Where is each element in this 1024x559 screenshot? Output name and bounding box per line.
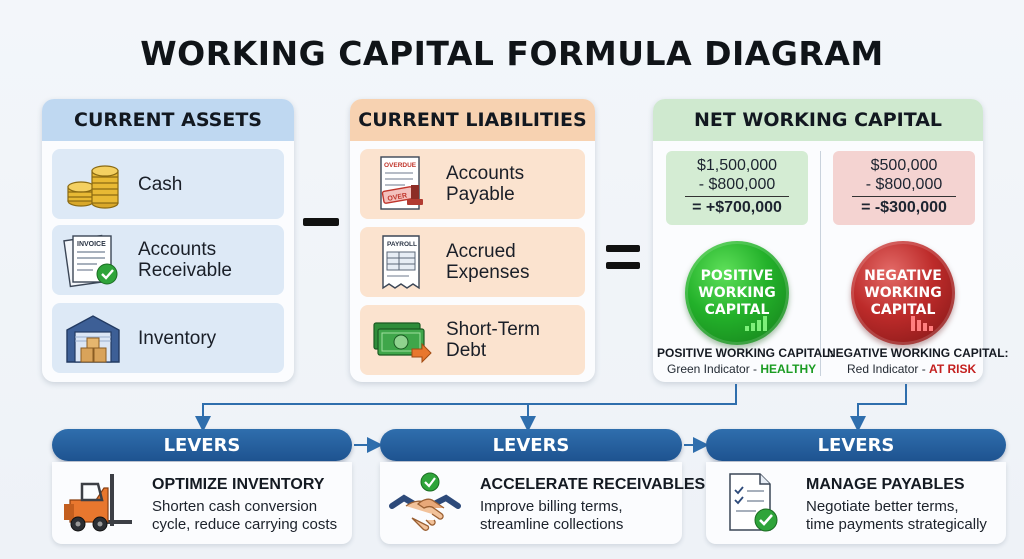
positive-liabilities-value: - $800,000 <box>698 176 776 193</box>
asset-label-cash: Cash <box>138 173 183 195</box>
liability-item-accounts-payable: OVERDUE OVER Accounts Payable <box>360 149 585 219</box>
lever-card-manage-payables: MANAGE PAYABLES Negotiate better terms, … <box>706 462 1006 544</box>
positive-indicator-title: POSITIVE WORKING CAPITAL: <box>657 346 834 360</box>
coins-icon <box>62 156 124 212</box>
negative-indicator-title: NEGATIVE WORKING CAPITAL: <box>827 346 1009 360</box>
bar-chart-down-icon <box>911 316 933 331</box>
negative-working-capital-badge: NEGATIVE WORKING CAPITAL <box>851 241 955 345</box>
overdue-icon-text: OVERDUE <box>384 162 417 169</box>
invoice-icon-text: INVOICE <box>77 241 106 248</box>
diagram-title: WORKING CAPITAL FORMULA DIAGRAM <box>140 34 884 73</box>
warehouse-icon <box>62 310 124 366</box>
negative-result: = -$300,000 <box>861 199 947 216</box>
lever-title-optimize-inventory: OPTIMIZE INVENTORY <box>152 476 325 493</box>
positive-badge-label: POSITIVE WORKING CAPITAL <box>698 267 776 318</box>
positive-indicator-text: Green Indicator - HEALTHY <box>667 362 817 376</box>
liability-label-accrued-expenses: Accrued Expenses <box>446 241 530 283</box>
connector-to-lever-3 <box>850 384 907 432</box>
connector-to-lever-1 <box>195 384 737 432</box>
bar-chart-up-icon <box>745 316 767 331</box>
net-working-capital-header: NET WORKING CAPITAL <box>653 99 983 141</box>
nwc-divider <box>820 151 821 376</box>
current-liabilities-header: CURRENT LIABILITIES <box>350 99 595 141</box>
liability-item-short-term-debt: Short-Term Debt <box>360 305 585 375</box>
net-working-capital-panel: NET WORKING CAPITAL $1,500,000 - $800,00… <box>653 99 1009 382</box>
asset-item-accounts-receivable: INVOICE Accounts Receivable <box>52 225 284 295</box>
asset-label-accounts-receivable: Accounts Receivable <box>138 239 232 281</box>
handshake-icon <box>388 470 462 536</box>
lever-card-optimize-inventory: OPTIMIZE INVENTORY Shorten cash conversi… <box>52 462 352 544</box>
lever-header-1: LEVERS <box>52 429 352 461</box>
at-risk-status: AT RISK <box>929 362 977 376</box>
cash-bill-icon <box>370 312 432 368</box>
negative-assets-value: $500,000 <box>870 157 938 174</box>
negative-calculation: $500,000 - $800,000 = -$300,000 <box>833 151 975 225</box>
lever-desc-manage-payables: Negotiate better terms, time payments st… <box>806 498 987 533</box>
current-assets-panel: CURRENT ASSETS Cash <box>42 99 294 382</box>
lever-title-accelerate-receivables: ACCELERATE RECEIVABLES <box>480 476 706 493</box>
equals-operator-bottom-bar <box>606 262 640 269</box>
asset-label-inventory: Inventory <box>138 327 217 349</box>
lever-card-accelerate-receivables: ACCELERATE RECEIVABLES Improve billing t… <box>380 462 705 544</box>
minus-operator <box>303 218 339 226</box>
payroll-icon-text: PAYROLL <box>387 241 417 248</box>
payroll-icon: PAYROLL <box>370 234 432 290</box>
checklist-document-icon <box>714 470 788 536</box>
asset-item-inventory: Inventory <box>52 303 284 373</box>
negative-indicator-text: Red Indicator - AT RISK <box>847 362 977 376</box>
liability-label-accounts-payable: Accounts Payable <box>446 163 525 205</box>
current-assets-header: CURRENT ASSETS <box>42 99 294 141</box>
negative-badge-label: NEGATIVE WORKING CAPITAL <box>864 267 942 318</box>
forklift-icon <box>60 470 134 536</box>
lever-desc-accelerate-receivables: Improve billing terms, streamline collec… <box>480 498 624 533</box>
lever-header-2: LEVERS <box>380 429 682 461</box>
lever-header-3: LEVERS <box>706 429 1006 461</box>
positive-assets-value: $1,500,000 <box>696 157 778 174</box>
current-liabilities-panel: CURRENT LIABILITIES OVERDUE OVER Account… <box>350 99 595 382</box>
over-stamp-text: OVER <box>387 192 408 202</box>
invoice-icon: INVOICE <box>62 232 124 288</box>
liability-label-short-term-debt: Short-Term Debt <box>446 319 540 361</box>
lever-title-manage-payables: MANAGE PAYABLES <box>806 476 965 493</box>
positive-calculation: $1,500,000 - $800,000 = +$700,000 <box>666 151 808 225</box>
positive-result: = +$700,000 <box>692 199 782 216</box>
asset-item-cash: Cash <box>52 149 284 219</box>
overdue-bill-icon: OVERDUE OVER <box>370 156 432 212</box>
healthy-status: HEALTHY <box>760 362 817 376</box>
lever-desc-optimize-inventory: Shorten cash conversion cycle, reduce ca… <box>152 498 338 533</box>
equals-operator-top-bar <box>606 245 640 252</box>
positive-working-capital-badge: POSITIVE WORKING CAPITAL <box>685 241 789 345</box>
liability-item-accrued-expenses: PAYROLL Accrued Expenses <box>360 227 585 297</box>
negative-liabilities-value: - $800,000 <box>865 176 943 193</box>
